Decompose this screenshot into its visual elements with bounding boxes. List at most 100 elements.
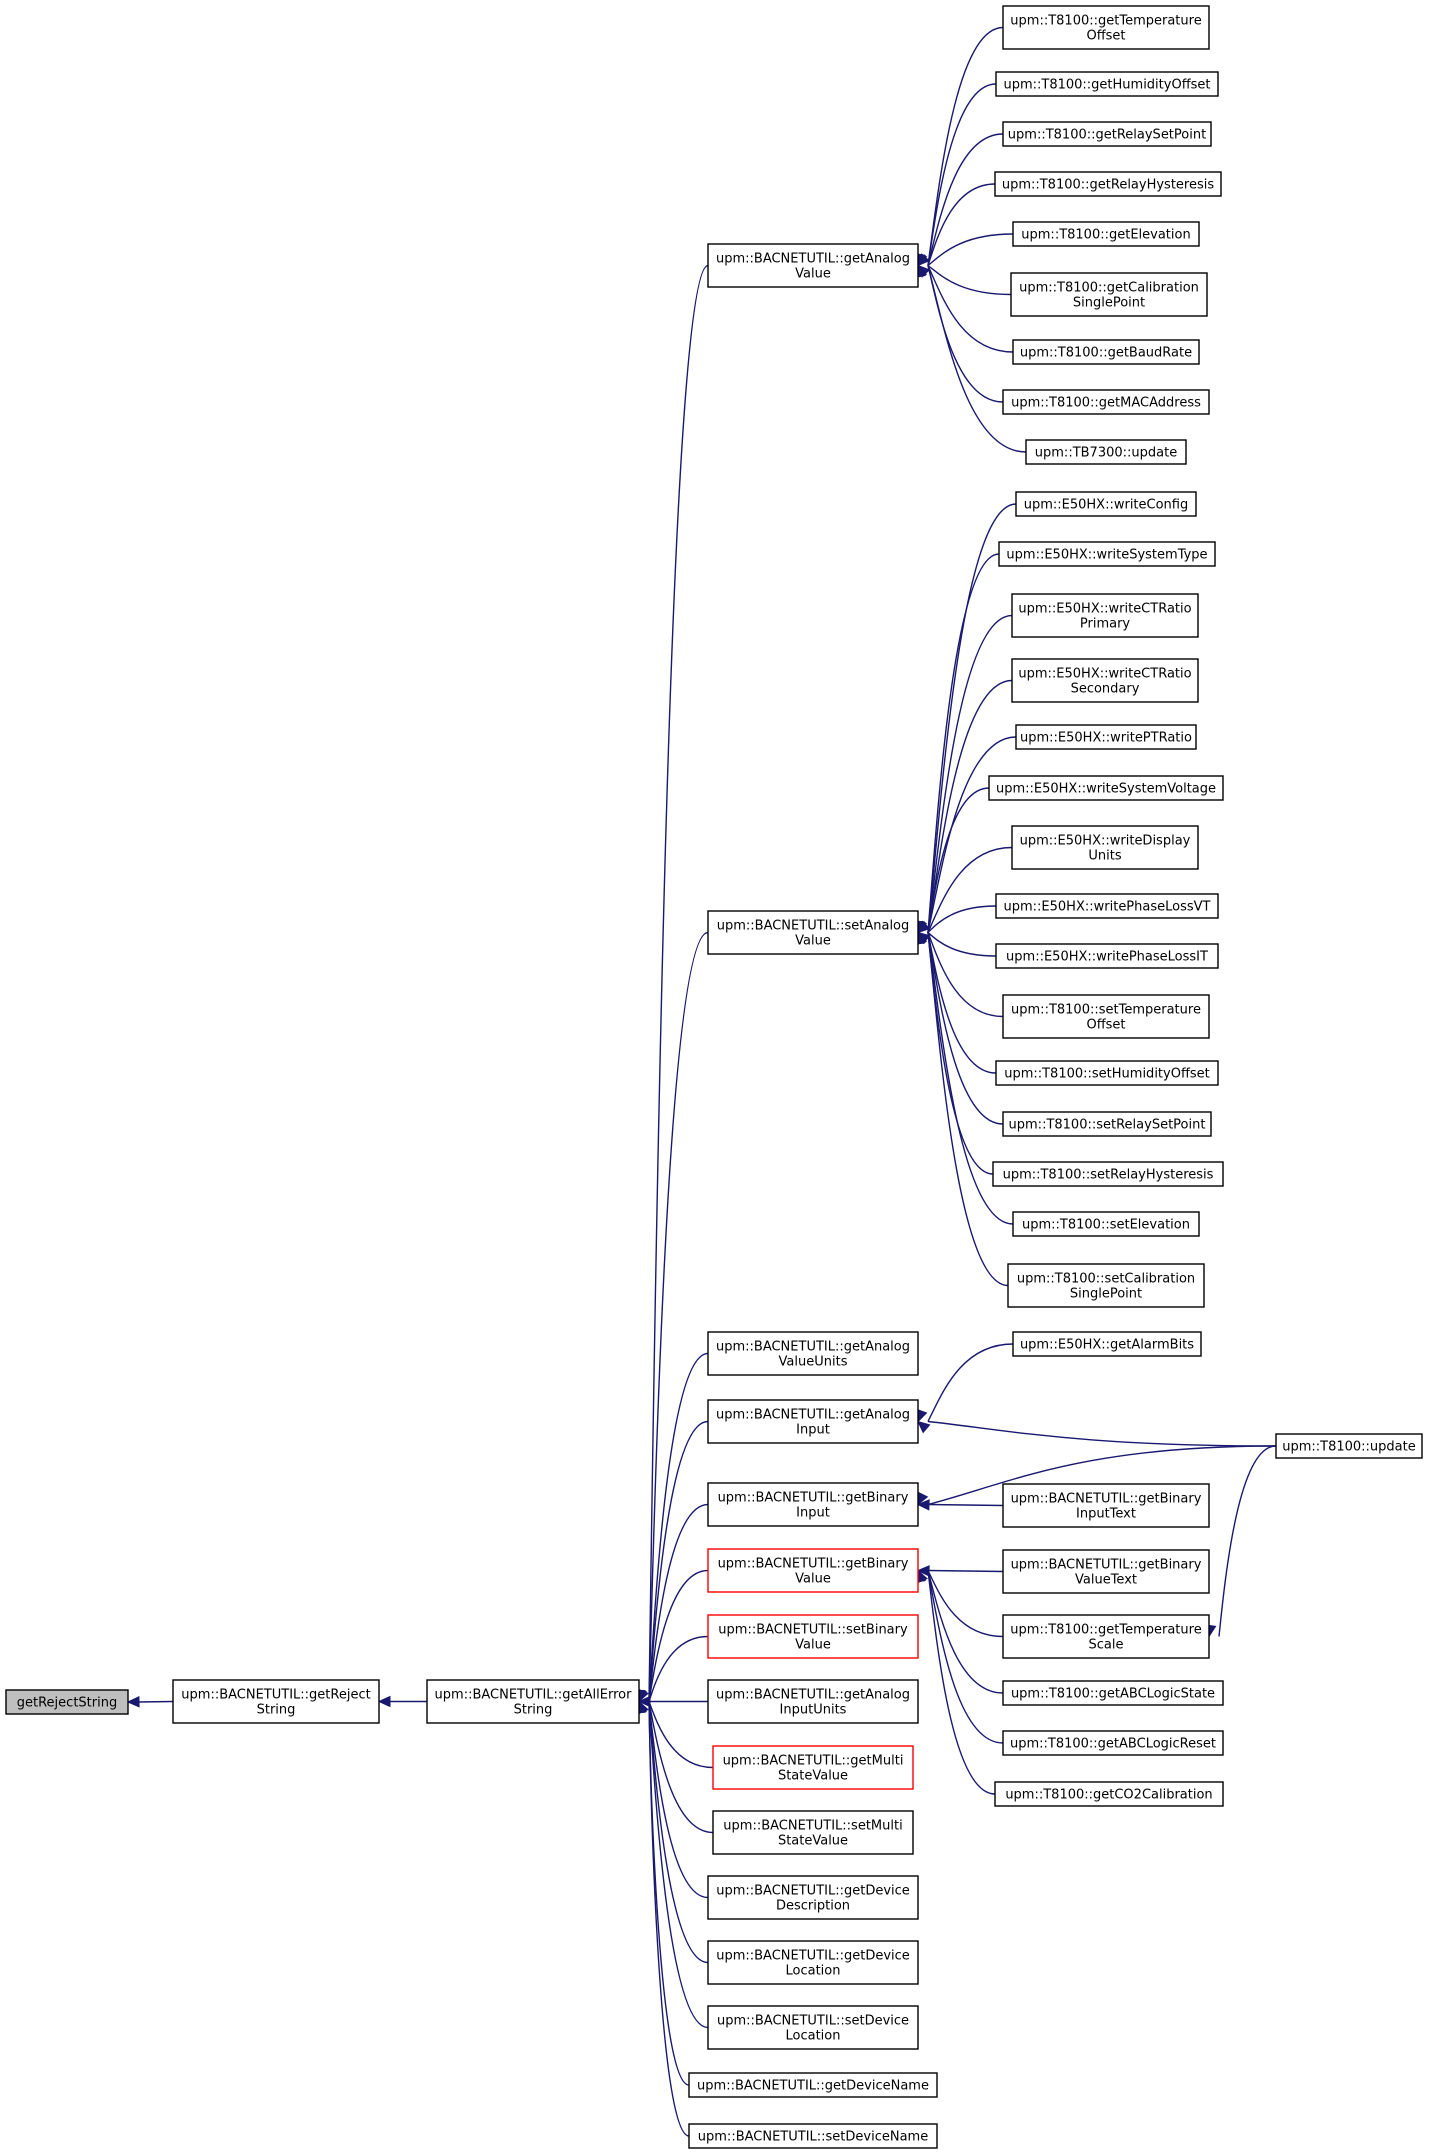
- node-box-e-writeplvt[interactable]: [995, 893, 1219, 919]
- node-box-getbinaryinput[interactable]: [707, 1482, 919, 1527]
- node-t-setelevation[interactable]: upm::T8100::setElevation: [1012, 1211, 1200, 1237]
- node-box-t-getco2[interactable]: [994, 1781, 1224, 1807]
- node-box-t-gettempscale[interactable]: [1002, 1614, 1210, 1659]
- node-setdevicename[interactable]: upm::BACNETUTIL::setDeviceName: [688, 2123, 938, 2149]
- node-box-t-gethumoffset[interactable]: [995, 71, 1219, 97]
- node-e-writept[interactable]: upm::E50HX::writePTRatio: [1015, 724, 1197, 750]
- node-box-getmultistatevalue[interactable]: [712, 1745, 914, 1790]
- node-box-getbinaryvalue[interactable]: [707, 1548, 919, 1593]
- node-t-getco2[interactable]: upm::T8100::getCO2Calibration: [994, 1781, 1224, 1807]
- node-t-getabcstate[interactable]: upm::T8100::getABCLogicState: [1002, 1680, 1224, 1706]
- node-t-getrelayhyst[interactable]: upm::T8100::getRelayHysteresis: [994, 171, 1222, 197]
- node-box-getbinaryinputtext[interactable]: [1002, 1483, 1210, 1528]
- node-box-root[interactable]: [5, 1689, 129, 1715]
- node-box-getreject[interactable]: [172, 1679, 380, 1724]
- node-box-getanaloginputunits[interactable]: [707, 1679, 919, 1724]
- node-box-t-setrelaysetpoint[interactable]: [1002, 1111, 1212, 1137]
- node-box-e-writept[interactable]: [1015, 724, 1197, 750]
- node-t-getabcreset[interactable]: upm::T8100::getABCLogicReset: [1002, 1730, 1224, 1756]
- node-box-t-settempoffset[interactable]: [1002, 994, 1210, 1039]
- node-box-e-writeplit[interactable]: [995, 943, 1219, 969]
- node-root[interactable]: getRejectString: [5, 1689, 129, 1715]
- node-t-gethumoffset[interactable]: upm::T8100::getHumidityOffset: [995, 71, 1219, 97]
- node-box-t-getmac[interactable]: [1002, 389, 1210, 415]
- node-box-getdevicename[interactable]: [688, 2072, 938, 2098]
- node-box-setanalogvalue[interactable]: [707, 910, 919, 955]
- node-box-getbinaryvaluetext[interactable]: [1002, 1549, 1210, 1594]
- node-box-t-getelevation[interactable]: [1012, 221, 1200, 247]
- node-box-t-sethumoffset[interactable]: [995, 1060, 1219, 1086]
- node-box-getanalogvalue[interactable]: [707, 243, 919, 288]
- node-box-getanaloginput[interactable]: [707, 1399, 919, 1444]
- node-box-t-setcalib[interactable]: [1007, 1263, 1205, 1308]
- node-box-setmultistatevalue[interactable]: [712, 1810, 914, 1855]
- node-box-t-setelevation[interactable]: [1012, 1211, 1200, 1237]
- node-box-getdevicelocation[interactable]: [707, 1940, 919, 1985]
- node-box-setdevicelocation[interactable]: [707, 2005, 919, 2050]
- node-t-getbaud[interactable]: upm::T8100::getBaudRate: [1012, 339, 1200, 365]
- node-box-e-writectsecondary[interactable]: [1011, 658, 1199, 703]
- node-box-t-gettempoffset[interactable]: [1002, 5, 1210, 50]
- node-box-getallerror[interactable]: [426, 1679, 640, 1724]
- node-box-getanalogvalueunits[interactable]: [707, 1331, 919, 1376]
- node-box-tb-update[interactable]: [1025, 439, 1187, 465]
- node-tb-update[interactable]: upm::TB7300::update: [1025, 439, 1187, 465]
- node-box-t-getabcreset[interactable]: [1002, 1730, 1224, 1756]
- node-box-t-getbaud[interactable]: [1012, 339, 1200, 365]
- node-box-e-writeconfig[interactable]: [1015, 491, 1197, 517]
- node-box-e-getalarm[interactable]: [1012, 1331, 1202, 1357]
- node-e-getalarm[interactable]: upm::E50HX::getAlarmBits: [1012, 1331, 1202, 1357]
- node-box-t-getrelaysetpoint[interactable]: [1002, 121, 1212, 147]
- node-box-e-writectprimary[interactable]: [1011, 593, 1199, 638]
- node-t-sethumoffset[interactable]: upm::T8100::setHumidityOffset: [995, 1060, 1219, 1086]
- node-t-getrelaysetpoint[interactable]: upm::T8100::getRelaySetPoint: [1002, 121, 1212, 147]
- node-e-writeplit[interactable]: upm::E50HX::writePhaseLossIT: [995, 943, 1219, 969]
- node-t-setrelaysetpoint[interactable]: upm::T8100::setRelaySetPoint: [1002, 1111, 1212, 1137]
- node-t-getmac[interactable]: upm::T8100::getMACAddress: [1002, 389, 1210, 415]
- node-box-t-update[interactable]: [1275, 1433, 1423, 1459]
- node-box-t-getcalib[interactable]: [1010, 272, 1208, 317]
- node-e-writeplvt[interactable]: upm::E50HX::writePhaseLossVT: [995, 893, 1219, 919]
- node-box-getdevicedescription[interactable]: [707, 1875, 919, 1920]
- node-box-t-setrelayhyst[interactable]: [992, 1161, 1224, 1187]
- node-box-setbinaryvalue[interactable]: [707, 1614, 919, 1659]
- node-getreject[interactable]: upm::BACNETUTIL::getRejectString: [172, 1679, 380, 1724]
- node-e-writesystype[interactable]: upm::E50HX::writeSystemType: [998, 541, 1216, 567]
- node-e-writeconfig[interactable]: upm::E50HX::writeConfig: [1015, 491, 1197, 517]
- node-box-setdevicename[interactable]: [688, 2123, 938, 2149]
- node-t-setrelayhyst[interactable]: upm::T8100::setRelayHysteresis: [992, 1161, 1224, 1187]
- node-t-update[interactable]: upm::T8100::update: [1275, 1433, 1423, 1459]
- node-box-t-getabcstate[interactable]: [1002, 1680, 1224, 1706]
- node-box-e-writesystype[interactable]: [998, 541, 1216, 567]
- node-box-t-getrelayhyst[interactable]: [994, 171, 1222, 197]
- node-getdevicename[interactable]: upm::BACNETUTIL::getDeviceName: [688, 2072, 938, 2098]
- node-e-writesysvolt[interactable]: upm::E50HX::writeSystemVoltage: [988, 775, 1224, 801]
- node-t-getelevation[interactable]: upm::T8100::getElevation: [1012, 221, 1200, 247]
- node-box-e-writedisplay[interactable]: [1011, 825, 1199, 870]
- node-box-e-writesysvolt[interactable]: [988, 775, 1224, 801]
